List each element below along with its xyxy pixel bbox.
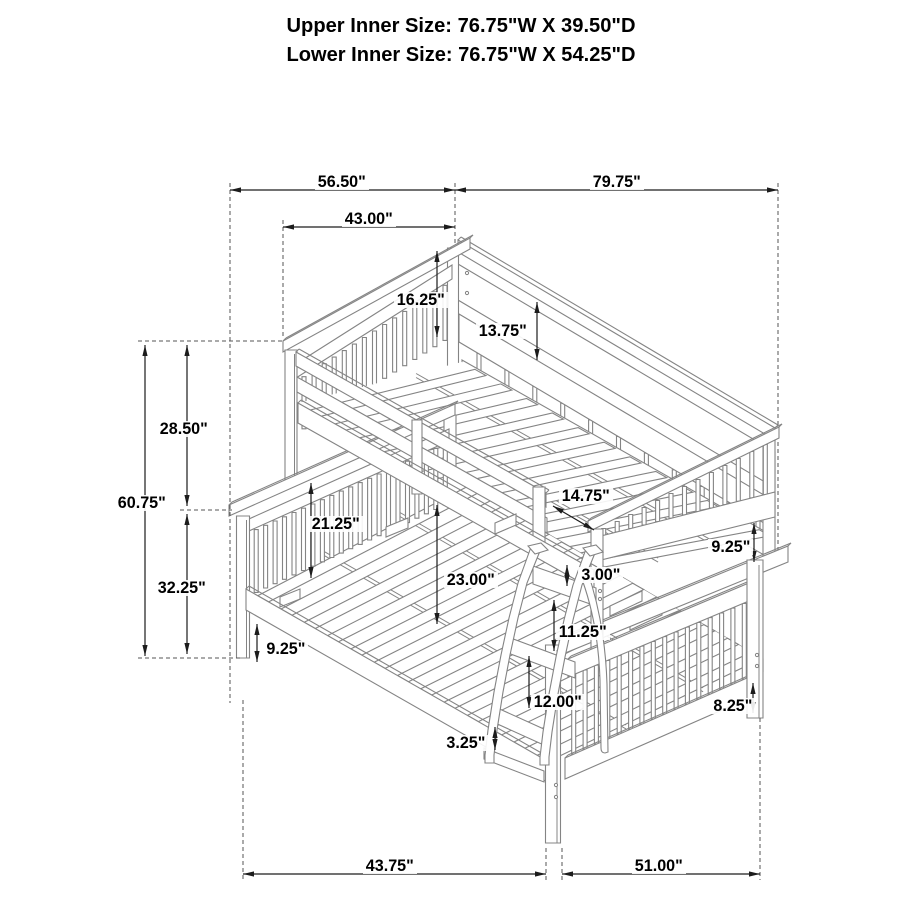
svg-text:14.75": 14.75" (562, 486, 610, 505)
svg-text:13.75": 13.75" (479, 321, 527, 340)
svg-text:43.00": 43.00" (345, 209, 393, 228)
svg-text:12.00": 12.00" (534, 692, 582, 711)
svg-text:51.00": 51.00" (635, 856, 683, 875)
svg-text:9.25": 9.25" (711, 537, 750, 556)
svg-text:3.00": 3.00" (581, 565, 620, 584)
svg-text:28.50": 28.50" (160, 419, 208, 438)
svg-text:21.25": 21.25" (312, 514, 360, 533)
svg-text:32.25": 32.25" (158, 578, 206, 597)
svg-text:Lower Inner Size: 76.75"W X 54: Lower Inner Size: 76.75"W X 54.25"D (287, 44, 636, 66)
svg-text:79.75": 79.75" (593, 172, 641, 191)
svg-text:Upper Inner Size: 76.75"W X 39: Upper Inner Size: 76.75"W X 39.50"D (287, 15, 636, 37)
svg-text:60.75": 60.75" (118, 493, 166, 512)
svg-text:43.75": 43.75" (366, 856, 414, 875)
svg-text:16.25": 16.25" (397, 290, 445, 309)
svg-text:3.25": 3.25" (446, 733, 485, 752)
svg-text:8.25": 8.25" (713, 696, 752, 715)
svg-text:9.25": 9.25" (266, 639, 305, 658)
svg-text:23.00": 23.00" (447, 570, 495, 589)
svg-text:11.25": 11.25" (559, 622, 607, 641)
svg-text:56.50": 56.50" (318, 172, 366, 191)
